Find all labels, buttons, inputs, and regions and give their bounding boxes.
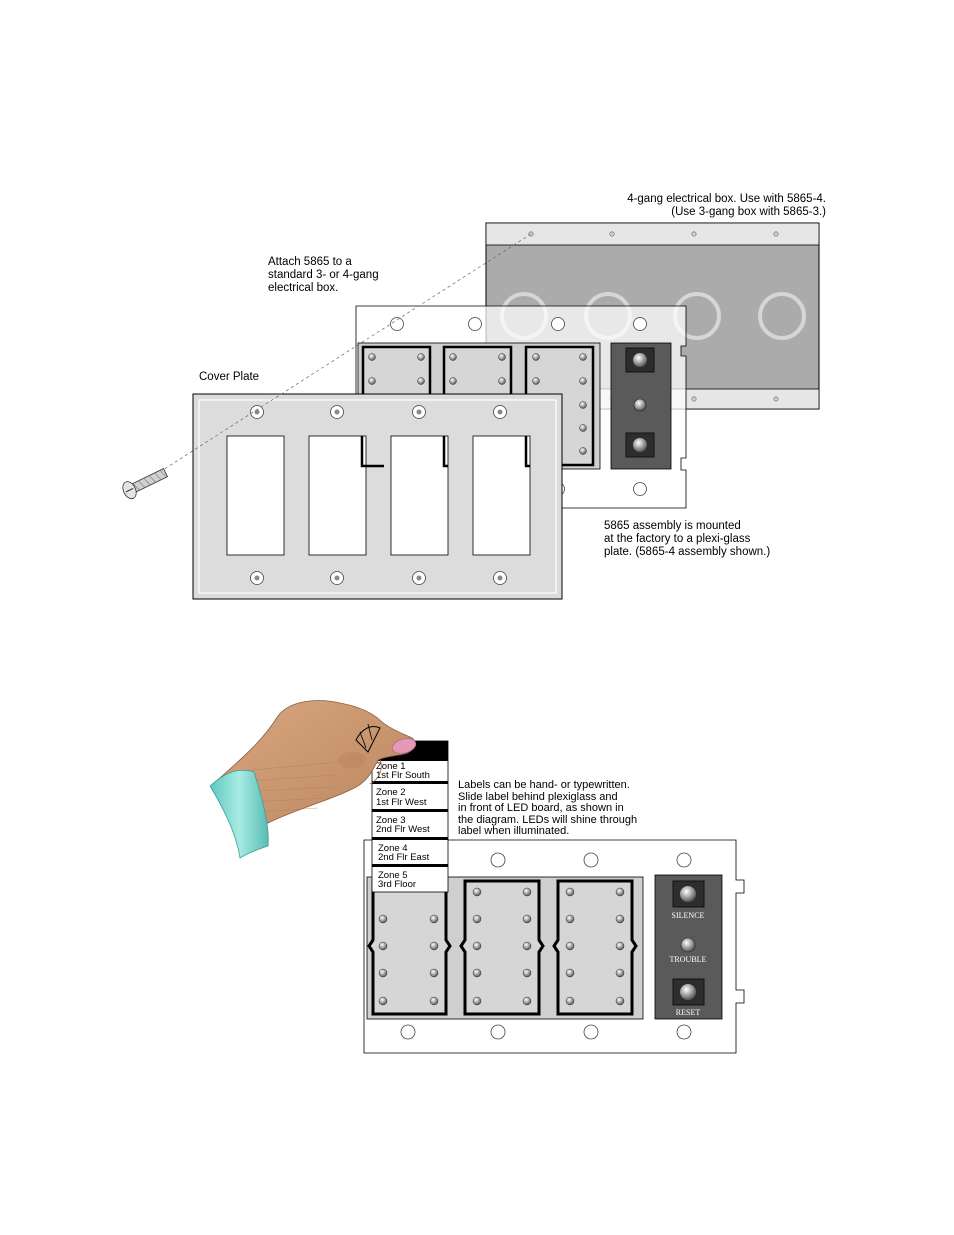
trouble-label: TROUBLE: [670, 955, 707, 964]
zone-label-3: Zone 3: [376, 815, 406, 826]
assembly-through-openings: [360, 436, 530, 468]
zone-label-1: Zone 1: [376, 761, 406, 772]
reset-label: RESET: [676, 1008, 701, 1017]
zone-label-strip: Zone 1 1st Flr South Zone 2 1st Flr West…: [371, 740, 449, 893]
screw-icon: [122, 468, 168, 500]
box-note: 4-gang electrical box. Use with 5865-4. …: [627, 193, 826, 218]
silence-button[interactable]: [680, 886, 696, 902]
labels-note: Labels can be hand- or typewritten. Slid…: [458, 779, 638, 837]
alignment-line: [140, 233, 532, 485]
fingernail-icon: [391, 738, 417, 754]
attach-note: Attach 5865 to a standard 3- or 4-gang e…: [268, 256, 379, 294]
zone-location-4: 2nd Flr East: [378, 852, 430, 863]
zone-label-4: Zone 4: [378, 843, 408, 854]
zone-label-5: Zone 5: [378, 870, 408, 881]
zone-location-3: 2nd Flr West: [376, 824, 430, 835]
cuff-icon: [209, 769, 269, 859]
zone-label-2: Zone 2: [376, 787, 406, 798]
assembly-note: 5865 assembly is mounted at the factory …: [604, 520, 771, 558]
hand-illustration: [209, 700, 417, 859]
cover-plate: [192, 393, 563, 600]
cover-plate-label: Cover Plate: [199, 371, 260, 383]
zone-location-2: 1st Flr West: [376, 797, 427, 808]
plexiglass-plate-bottom: SILENCE TROUBLE RESET: [363, 839, 745, 1054]
zone-location-5: 3rd Floor: [378, 879, 416, 890]
reset-button[interactable]: [680, 984, 696, 1000]
zone-location-1: 1st Flr South: [376, 770, 430, 781]
silence-label: SILENCE: [672, 911, 705, 920]
trouble-led: [680, 937, 696, 953]
